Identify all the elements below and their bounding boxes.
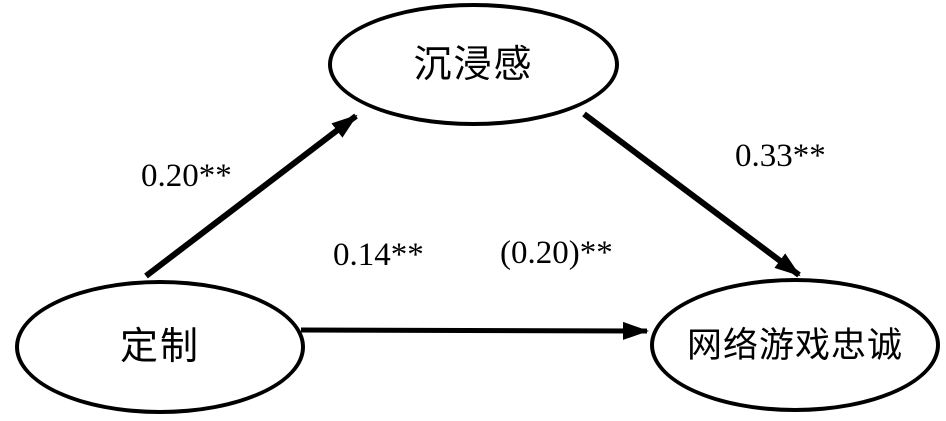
node-immersion: 沉浸感	[328, 3, 619, 126]
node-loyalty: 网络游戏忠诚	[650, 278, 940, 412]
node-immersion-label: 沉浸感	[413, 43, 534, 86]
coefficient-total-effect: (0.20)**	[500, 235, 613, 271]
arrow-customization-to-immersion	[144, 113, 358, 279]
node-customization: 定制	[15, 280, 305, 414]
coefficient-customization-immersion: 0.20**	[141, 158, 232, 194]
coefficient-direct-effect: 0.14**	[333, 237, 424, 273]
node-loyalty-label: 网络游戏忠诚	[686, 325, 903, 365]
arrow-customization-to-loyalty	[300, 321, 649, 340]
node-customization-label: 定制	[119, 326, 200, 368]
coefficient-immersion-loyalty: 0.33**	[735, 138, 826, 174]
